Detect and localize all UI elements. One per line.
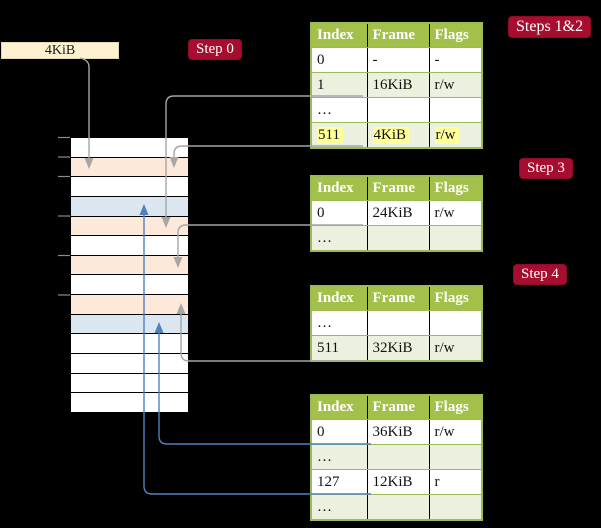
memory-row-peach: [71, 255, 188, 276]
column-header: Index: [311, 395, 367, 420]
table-cell: 32KiB: [366, 335, 429, 362]
memory-row-white: [71, 138, 188, 158]
table-row: 511 4KiB r/w: [311, 122, 482, 149]
table-cell: r/w: [428, 122, 482, 149]
column-header: Index: [311, 23, 367, 48]
column-header: Flags: [428, 23, 482, 48]
highlighted-value: r/w: [434, 126, 459, 144]
table-cell: -: [428, 47, 482, 73]
memory-row-peach: [71, 157, 188, 178]
column-header: Frame: [366, 286, 429, 311]
table-row: …: [311, 97, 482, 123]
column-header: Flags: [428, 286, 482, 311]
badge-step-0: Step 0: [188, 39, 242, 60]
badge-steps-1-2: Steps 1&2: [508, 16, 592, 38]
table-cell: 0: [311, 419, 367, 445]
memory-row-white: [71, 393, 188, 412]
page-size-box: 4KiB: [1, 42, 119, 59]
badge-step-3: Step 3: [519, 158, 573, 179]
memory-row-peach: [71, 216, 188, 237]
table-cell: [366, 310, 429, 336]
table-cell: …: [311, 310, 367, 336]
column-header: Frame: [366, 395, 429, 420]
table-cell: 511: [311, 122, 367, 149]
table-cell: [366, 97, 429, 123]
table-cell: r/w: [428, 419, 482, 445]
table-cell: …: [311, 494, 367, 521]
highlighted-value: 4KiB: [372, 126, 410, 144]
table-cell: 0: [311, 200, 367, 226]
table-cell: 0: [311, 47, 367, 73]
table-cell: …: [311, 444, 367, 470]
table-row: …: [311, 444, 482, 470]
column-header: Flags: [428, 395, 482, 420]
table-cell: [366, 494, 429, 521]
table-cell: [428, 494, 482, 521]
table-cell: 127: [311, 469, 367, 495]
memory-row-blue: [71, 314, 188, 335]
table-cell: 1: [311, 72, 367, 98]
memory-row-white: [71, 334, 188, 355]
column-header: Index: [311, 286, 367, 311]
memory-row-white: [71, 236, 188, 256]
column-header: Frame: [366, 23, 429, 48]
table-cell: -: [366, 47, 429, 73]
table-row: …: [311, 310, 482, 336]
column-header: Flags: [428, 176, 482, 201]
table-cell: 12KiB: [366, 469, 429, 495]
table-cell: r: [428, 469, 482, 495]
table-row: 0--: [311, 47, 482, 73]
table-cell: [428, 310, 482, 336]
memory-row-white: [71, 177, 188, 197]
table-cell: [366, 444, 429, 470]
memory-row-blue: [71, 196, 188, 217]
table-cell: [428, 97, 482, 123]
memory-row-peach: [71, 295, 188, 315]
physical-memory-column: [70, 137, 189, 413]
table-cell: [428, 225, 482, 252]
highlighted-value: 511: [317, 126, 343, 144]
address-ticks: [58, 136, 70, 296]
table-cell: 24KiB: [366, 200, 429, 226]
table-cell: r/w: [428, 72, 482, 98]
column-header: Frame: [366, 176, 429, 201]
table-cell: 4KiB: [366, 122, 429, 149]
table-cell: …: [311, 97, 367, 123]
table-row: …: [311, 225, 482, 252]
column-header: Index: [311, 176, 367, 201]
table-cell: 16KiB: [366, 72, 429, 98]
table-row: …: [311, 494, 482, 521]
table-cell: 511: [311, 335, 367, 362]
memory-row-white: [71, 275, 188, 296]
table-cell: 36KiB: [366, 419, 429, 445]
memory-row-white: [71, 354, 188, 374]
table-cell: r/w: [428, 335, 482, 362]
table-cell: [428, 444, 482, 470]
table-cell: [366, 225, 429, 252]
badge-step-4: Step 4: [513, 264, 567, 285]
table-cell: r/w: [428, 200, 482, 226]
table-cell: …: [311, 225, 367, 252]
memory-row-white: [71, 373, 188, 394]
